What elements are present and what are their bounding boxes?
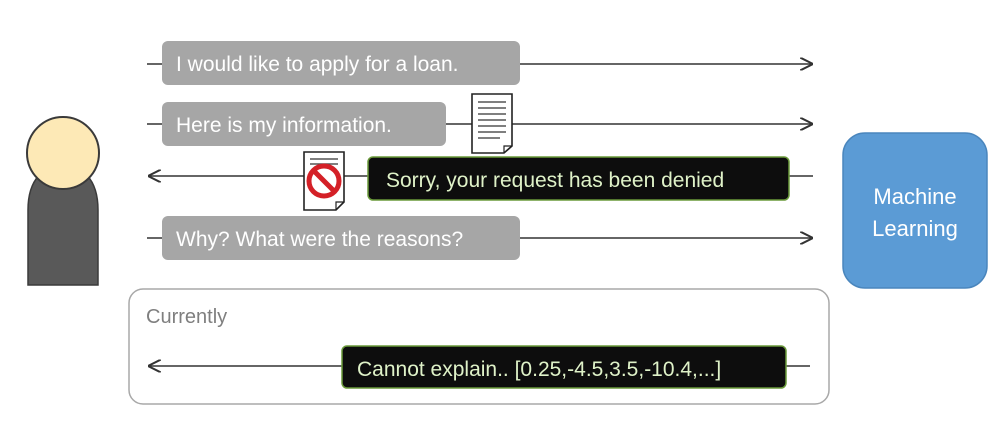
machine-learning-box: Machine Learning <box>842 132 988 289</box>
document-icon <box>471 93 513 154</box>
message-row-3: Sorry, your request has been denied <box>148 151 813 211</box>
reply-bubble <box>367 156 790 201</box>
message-bubble <box>162 41 520 85</box>
denied-document-icon <box>303 151 345 211</box>
currently-label: Currently <box>146 306 227 328</box>
current-reply-text: Cannot explain.. [0.25,-4.5,3.5,-10.4,..… <box>357 358 721 381</box>
machine-label-line2: Learning <box>872 216 958 241</box>
message-row-4: Why? What were the reasons? <box>147 216 813 260</box>
message-row-2: Here is my information. <box>147 93 813 154</box>
message-text: Here is my information. <box>176 114 392 137</box>
person-head <box>26 116 100 190</box>
person-icon <box>26 116 100 286</box>
message-text: I would like to apply for a loan. <box>176 53 459 76</box>
message-bubble <box>162 216 520 260</box>
message-text: Why? What were the reasons? <box>176 228 463 251</box>
reply-text: Sorry, your request has been denied <box>386 169 724 192</box>
machine-label-line1: Machine <box>873 184 956 209</box>
current-reply-bubble <box>341 345 787 389</box>
message-bubble <box>162 102 446 146</box>
message-row-1: I would like to apply for a loan. <box>147 41 813 85</box>
currently-panel: Currently Cannot explain.. [0.25,-4.5,3.… <box>128 288 830 405</box>
